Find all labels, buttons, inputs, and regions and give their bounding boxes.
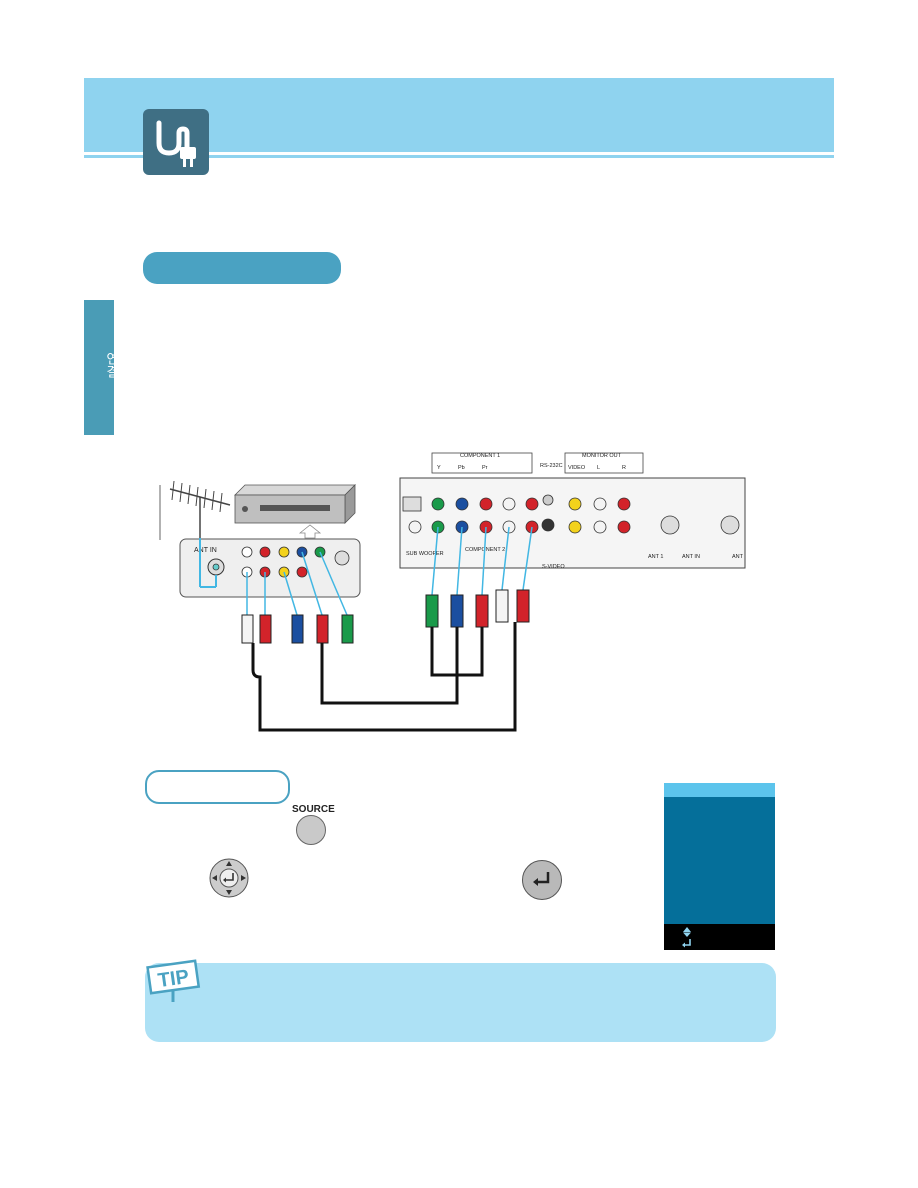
component1-label: COMPONENT 1: [460, 453, 500, 459]
section-heading-pill: [143, 252, 341, 284]
vcr-ant-in-label: ANT IN: [194, 547, 217, 554]
connection-diagram: ANT IN COMPON: [150, 445, 750, 735]
osd-footer: [664, 924, 775, 950]
pb-label: Pb: [458, 465, 465, 471]
nav-pad-icon[interactable]: [209, 858, 249, 898]
right-label: R: [622, 465, 626, 471]
step-heading-pill: [145, 770, 290, 804]
tip-sign-text: TIP: [156, 966, 190, 992]
ant1-label: ANT 1: [648, 554, 664, 560]
antenna-icon: [159, 480, 231, 545]
enter-icon: [533, 872, 550, 886]
vcr-icon: [234, 484, 356, 524]
y-label: Y: [437, 465, 441, 471]
source-button[interactable]: [296, 815, 326, 845]
tv-ant-in-label: ANT IN: [682, 554, 700, 560]
ant-label: ANT: [732, 554, 744, 560]
monitor-out-label: MONITOR OUT: [582, 453, 622, 459]
header-band: [84, 78, 834, 152]
rs232c-label: RS-232C: [540, 463, 563, 469]
up-down-arrow-icon: [683, 927, 691, 937]
svideo-label: S-VIDEO: [542, 564, 565, 570]
source-label: SOURCE: [292, 804, 335, 815]
enter-button[interactable]: [522, 860, 562, 900]
plug-icon: [143, 109, 209, 175]
sub-woofer-label: SUB WOOFER: [406, 551, 444, 557]
return-arrow-icon: [682, 939, 691, 948]
osd-title-bar: [664, 783, 775, 797]
side-tab: [84, 300, 114, 435]
pr-label: Pr: [482, 465, 488, 471]
osd-panel: [664, 783, 775, 950]
tip-sign: TIP: [145, 958, 205, 1004]
tip-box: [145, 963, 776, 1042]
left-label: L: [597, 465, 600, 471]
video-label: VIDEO: [568, 465, 586, 471]
side-tab-label: 연결: [104, 352, 119, 378]
header-rule: [84, 155, 834, 158]
